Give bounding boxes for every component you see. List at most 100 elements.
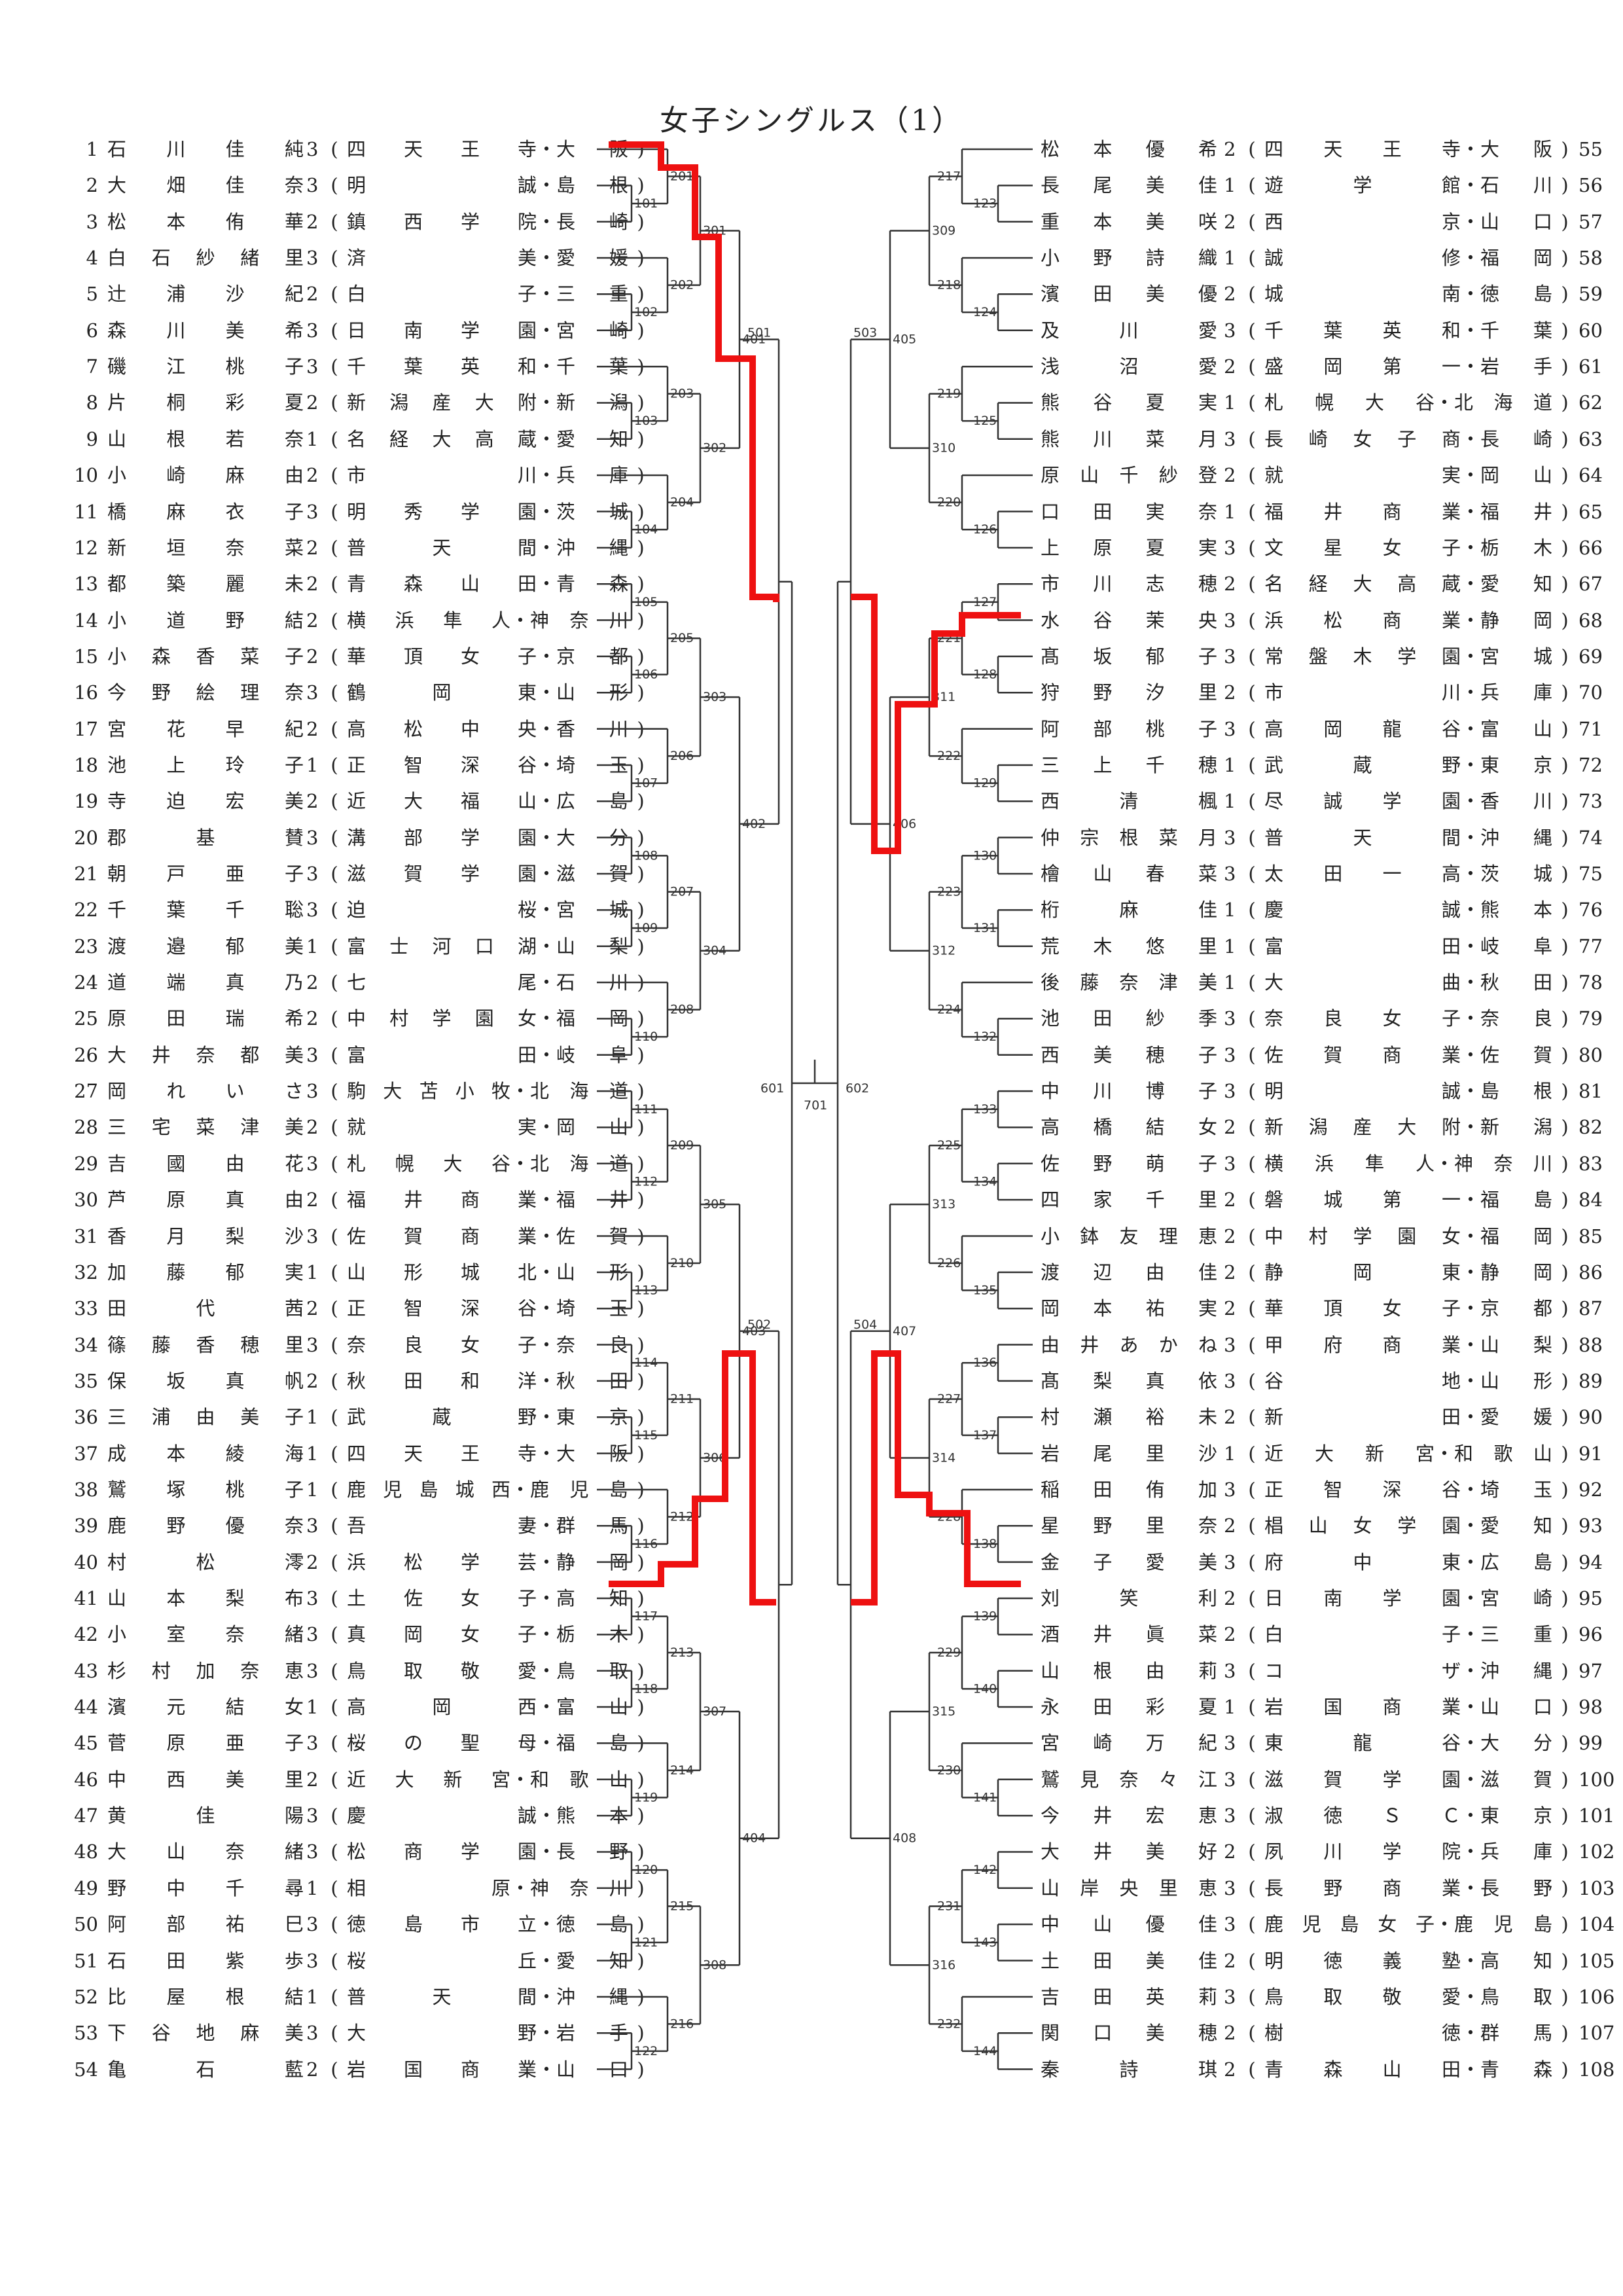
- school-pref: (浜松商業・静岡): [1245, 603, 1572, 638]
- seed-number: 89: [1578, 1369, 1603, 1392]
- school-pref: (新潟産大附・新潟): [327, 385, 648, 420]
- grade: 3: [1224, 1551, 1236, 1573]
- seed-number: 94: [1578, 1551, 1603, 1573]
- seed-number: 35: [74, 1369, 98, 1392]
- school: 岩国商業: [1264, 1696, 1461, 1719]
- school: 高松中央: [347, 717, 537, 740]
- player-name: 秦詩琪: [1041, 2058, 1217, 2081]
- player-name: 黄佳陽: [107, 1804, 304, 1827]
- seed-number: 78: [1578, 971, 1603, 994]
- player-name: 重本美咲: [1041, 210, 1217, 233]
- grade: 1: [1224, 247, 1236, 270]
- school-pref: (青森山田・青森): [327, 566, 648, 601]
- school-pref: (正智深谷・埼玉): [327, 747, 648, 783]
- match-number: 313: [932, 1197, 955, 1211]
- seed-number: 24: [74, 971, 98, 994]
- school-pref: (横浜隼人・神奈川): [1245, 1146, 1572, 1181]
- school: 名経大高蔵: [1264, 573, 1461, 596]
- school-pref: (甲府商業・山梨): [1245, 1327, 1572, 1363]
- school: 桜の聖母: [347, 1732, 537, 1755]
- seed-number: 71: [1578, 717, 1603, 740]
- school-pref: (七尾・石川): [327, 965, 648, 1000]
- seed-number: 31: [74, 1225, 98, 1247]
- player-name: 大井美好: [1041, 1840, 1217, 1863]
- grade: 2: [1224, 1623, 1236, 1646]
- school: 鎮西学院: [347, 210, 537, 233]
- grade: 3: [306, 1659, 319, 1682]
- school-pref: (溝部学園・大分): [327, 820, 648, 855]
- grade: 3: [1224, 1007, 1236, 1030]
- match-number: 407: [893, 1324, 916, 1338]
- school: 青森山田: [1264, 2058, 1461, 2081]
- player-name: 千葉千聡: [107, 899, 304, 922]
- player-name: 原山千紗登: [1041, 464, 1217, 487]
- prefecture: 茨城: [556, 500, 628, 523]
- school: 新潟産大附: [1264, 1116, 1461, 1139]
- player-name: 新垣奈菜: [107, 536, 304, 559]
- player-name: 篠藤香穂里: [107, 1333, 304, 1356]
- school: 松商学園: [347, 1840, 537, 1863]
- player-name: 四家千里: [1041, 1189, 1217, 1211]
- grade: 3: [1224, 1152, 1236, 1175]
- grade: 3: [306, 1913, 319, 1936]
- school-pref: (鎮西学院・長崎): [327, 204, 648, 240]
- school: 日南学園: [347, 319, 537, 342]
- player-name: 亀石藍: [107, 2058, 304, 2081]
- player-name: 口田実奈: [1041, 500, 1217, 523]
- player-name: 長尾美佳: [1041, 174, 1217, 197]
- school: 浜松学芸: [347, 1551, 537, 1573]
- school-pref: (長野商業・長野): [1245, 1871, 1572, 1906]
- school-pref: (華頂女子・京都): [1245, 1291, 1572, 1326]
- school: 谷地: [1264, 1369, 1461, 1392]
- seed-number: 41: [74, 1587, 98, 1609]
- school-pref: (福井商業・福井): [327, 1182, 648, 1217]
- prefecture: 熊本: [1480, 899, 1552, 922]
- school: 太田一高: [1264, 863, 1461, 885]
- seed-number: 65: [1578, 500, 1603, 523]
- grade: 3: [1224, 1478, 1236, 1501]
- school-pref: (普天間・沖縄): [1245, 820, 1572, 855]
- seed-number: 13: [74, 573, 98, 596]
- player-name: 保坂真帆: [107, 1369, 304, 1392]
- school: 大野: [347, 2022, 537, 2045]
- grade: 1: [306, 427, 319, 450]
- seed-number: 96: [1578, 1623, 1603, 1646]
- prefecture: 福井: [1480, 500, 1552, 523]
- seed-number: 70: [1578, 681, 1603, 704]
- seed-number: 11: [74, 500, 98, 523]
- seed-number: 58: [1578, 247, 1603, 270]
- grade: 3: [1224, 1876, 1236, 1899]
- school: 樹徳: [1264, 2022, 1461, 2045]
- match-number: 314: [932, 1451, 955, 1465]
- school: 岩国商業: [347, 2058, 537, 2081]
- school: 明誠: [347, 174, 537, 197]
- seed-number: 28: [74, 1116, 98, 1139]
- match-number: 504: [853, 1318, 877, 1332]
- seed-number: 37: [74, 1442, 98, 1465]
- school-pref: (東龍谷・大分): [1245, 1725, 1572, 1761]
- school: 盛岡第一: [1264, 355, 1461, 378]
- school: 富田: [347, 1043, 537, 1066]
- seed-number: 67: [1578, 573, 1603, 596]
- seed-number: 1: [86, 138, 98, 160]
- grade: 3: [306, 1225, 319, 1247]
- player-name: 由井あかね: [1041, 1333, 1217, 1356]
- player-name: 中西美里: [107, 1768, 304, 1791]
- prefecture: 栃木: [1480, 536, 1552, 559]
- school: 佐賀商業: [347, 1225, 537, 1247]
